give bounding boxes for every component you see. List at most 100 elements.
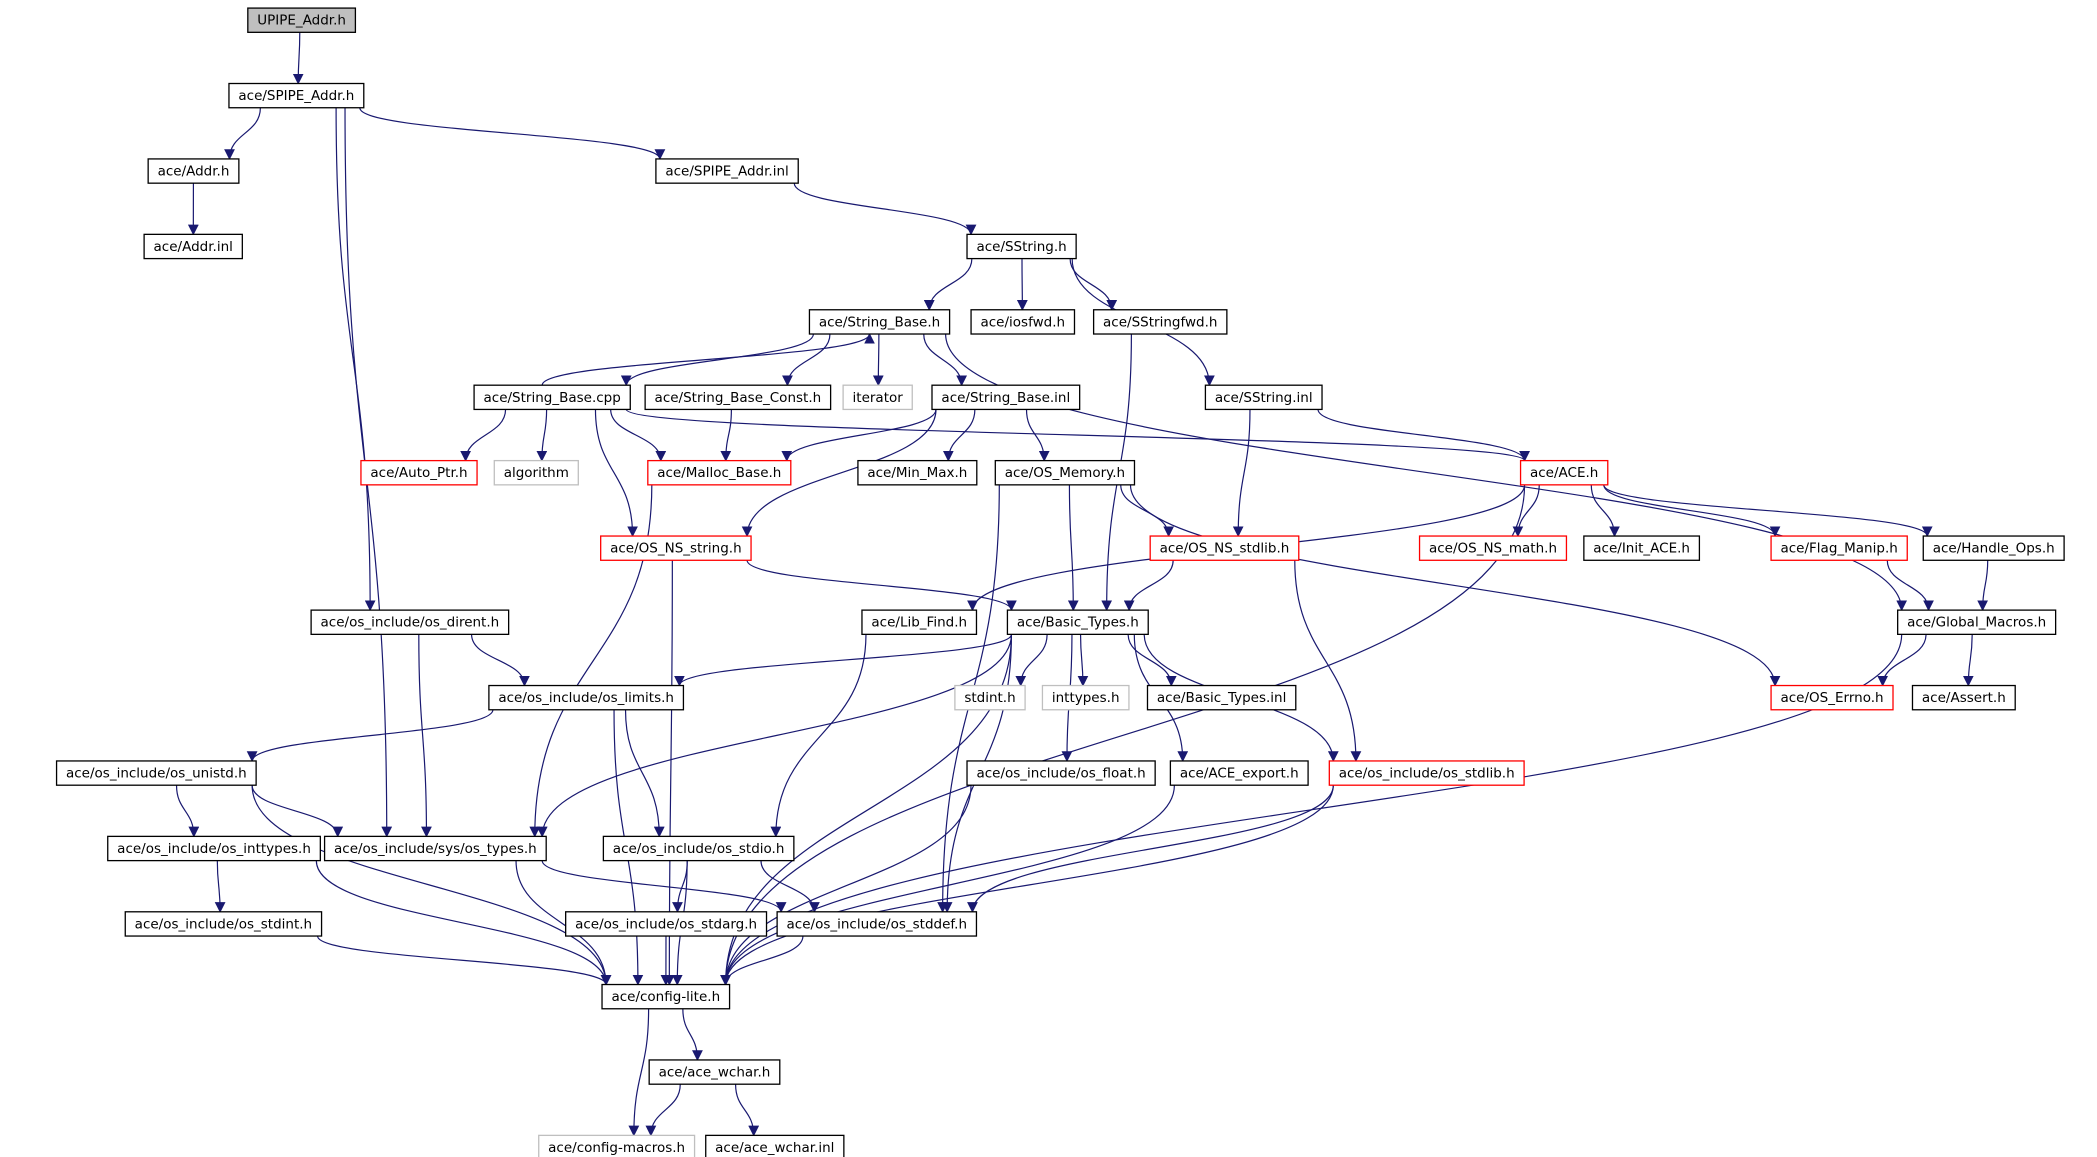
node-addr-inl[interactable]: ace/Addr.inl — [143, 233, 243, 260]
edge-os-float-to-config-lite — [720, 785, 972, 986]
node-label: ace/Auto_Ptr.h — [370, 465, 467, 481]
node-label: ace/ACE.h — [1530, 465, 1598, 481]
node-box — [107, 835, 321, 862]
edge-os-ns-stdlib-to-basic-types — [1123, 560, 1174, 612]
node-config-lite[interactable]: ace/config-lite.h — [601, 983, 731, 1010]
edge-string-base-h-to-iterator — [872, 334, 884, 387]
node-os-ns-stdlib[interactable]: ace/OS_NS_stdlib.h — [1149, 535, 1300, 561]
edge-os-ns-string-to-config-lite — [663, 560, 675, 986]
node-global-macros[interactable]: ace/Global_Macros.h — [1897, 609, 2057, 636]
node-label: ace/OS_Memory.h — [1005, 465, 1125, 481]
node-ace-wchar-h[interactable]: ace/ace_wchar.h — [648, 1059, 781, 1085]
node-ace-h[interactable]: ace/ACE.h — [1519, 459, 1609, 486]
node-string-base-h[interactable]: ace/String_Base.h — [808, 309, 951, 335]
node-addr-h[interactable]: ace/Addr.h — [147, 158, 240, 184]
node-box — [1328, 760, 1525, 786]
edge-config-lite-to-config-macros — [628, 1008, 650, 1137]
node-label: ace/String_Base.cpp — [484, 390, 621, 406]
edge-string-base-h-to-string-base-cpp — [620, 333, 815, 387]
node-label: ace/os_include/os_inttypes.h — [117, 841, 311, 857]
edge-spipe-h-to-spipe-inl — [359, 107, 666, 161]
edge-string-base-h-to-string-base-const — [782, 333, 831, 387]
node-os-limits[interactable]: ace/os_include/os_limits.h — [488, 684, 685, 711]
node-spipe-h[interactable]: ace/SPIPE_Addr.h — [228, 82, 365, 109]
node-sstringfwd[interactable]: ace/SStringfwd.h — [1092, 309, 1228, 335]
node-malloc-base[interactable]: ace/Malloc_Base.h — [647, 459, 792, 486]
node-label: ace/os_include/os_stdio.h — [613, 841, 785, 857]
edge-os-limits-to-os-unistd — [246, 709, 494, 763]
node-label: inttypes.h — [1052, 690, 1120, 706]
node-config-macros[interactable]: ace/config-macros.h — [538, 1134, 696, 1157]
node-sstring-inl[interactable]: ace/SString.inl — [1204, 384, 1323, 411]
node-os-stdarg[interactable]: ace/os_include/os_stdarg.h — [565, 911, 768, 937]
node-box — [842, 384, 913, 411]
node-label: ace/String_Base.h — [819, 314, 940, 330]
node-os-errno[interactable]: ace/OS_Errno.h — [1770, 684, 1894, 711]
node-label: ace/os_include/os_stdint.h — [135, 916, 312, 932]
edge-sstring-h-to-sstringfwd — [1069, 258, 1118, 311]
edge-os-ns-stdlib-to-os-stdlib-inc — [1294, 560, 1362, 763]
node-os-stddef[interactable]: ace/os_include/os_stddef.h — [776, 911, 978, 937]
node-ace-wchar-inl[interactable]: ace/ace_wchar.inl — [705, 1134, 845, 1157]
node-layer: UPIPE_Addr.h ace/SPIPE_Addr.h ace/Addr.h ac… — [55, 7, 2065, 1157]
node-basic-types-inl[interactable]: ace/Basic_Types.inl — [1146, 684, 1297, 711]
node-handle-ops[interactable]: ace/Handle_Ops.h — [1922, 535, 2065, 561]
node-os-stdlib-inc[interactable]: ace/os_include/os_stdlib.h — [1328, 760, 1525, 786]
edge-os-inttypes-to-os-stdint — [214, 860, 226, 913]
node-os-stdio[interactable]: ace/os_include/os_stdio.h — [602, 835, 795, 862]
node-label: ace/Global_Macros.h — [1907, 615, 2046, 631]
node-iterator[interactable]: iterator — [842, 384, 913, 411]
node-stdint[interactable]: stdint.h — [954, 684, 1026, 711]
node-label: ace/OS_NS_stdlib.h — [1160, 541, 1290, 557]
node-flag-manip[interactable]: ace/Flag_Manip.h — [1770, 535, 1908, 561]
edge-string-base-cpp-to-string-base-h — [541, 332, 875, 386]
node-os-stdint[interactable]: ace/os_include/os_stdint.h — [124, 911, 323, 937]
node-min-max[interactable]: ace/Min_Max.h — [857, 459, 978, 486]
node-os-float[interactable]: ace/os_include/os_float.h — [966, 760, 1156, 786]
node-string-base-const[interactable]: ace/String_Base_Const.h — [644, 384, 832, 411]
node-label: ace/os_include/os_unistd.h — [66, 766, 247, 782]
node-lib-find[interactable]: ace/Lib_Find.h — [861, 609, 978, 636]
node-os-dirent[interactable]: ace/os_include/os_dirent.h — [310, 609, 510, 636]
node-label: stdint.h — [964, 690, 1015, 706]
node-init-ace[interactable]: ace/Init_ACE.h — [1583, 535, 1701, 561]
node-iosfwd[interactable]: ace/iosfwd.h — [970, 309, 1076, 335]
node-os-inttypes[interactable]: ace/os_include/os_inttypes.h — [107, 835, 321, 862]
node-algorithm[interactable]: algorithm — [493, 459, 579, 486]
node-os-ns-string[interactable]: ace/OS_NS_string.h — [600, 535, 752, 561]
node-box — [143, 233, 243, 260]
edge-os-dirent-to-sys-types — [418, 634, 432, 838]
edge-ace-h-to-os-ns-math — [1512, 484, 1540, 538]
node-sys-types[interactable]: ace/os_include/sys/os_types.h — [323, 835, 547, 862]
node-os-ns-math[interactable]: ace/OS_NS_math.h — [1418, 535, 1568, 561]
node-label: ace/Malloc_Base.h — [657, 465, 781, 481]
node-os-unistd[interactable]: ace/os_include/os_unistd.h — [55, 760, 257, 786]
node-assert-h[interactable]: ace/Assert.h — [1911, 684, 2016, 711]
node-spipe-inl[interactable]: ace/SPIPE_Addr.inl — [655, 158, 799, 184]
edge-os-inttypes-to-config-lite — [315, 860, 612, 986]
node-box — [966, 233, 1077, 260]
edge-sstring-h-to-string-base-h — [923, 258, 973, 311]
node-label: ace/ACE_export.h — [1180, 766, 1299, 782]
node-string-base-cpp[interactable]: ace/String_Base.cpp — [473, 384, 631, 411]
edge-ace-wchar-h-to-ace-wchar-inl — [734, 1084, 760, 1137]
node-basic-types[interactable]: ace/Basic_Types.h — [1006, 609, 1149, 636]
node-string-base-inl[interactable]: ace/String_Base.inl — [931, 384, 1081, 411]
node-label: ace/OS_NS_string.h — [610, 541, 742, 557]
node-auto-ptr[interactable]: ace/Auto_Ptr.h — [360, 459, 478, 486]
node-box — [861, 609, 978, 636]
edge-global-macros-to-os-errno — [1877, 634, 1927, 687]
node-label: ace/OS_NS_math.h — [1429, 541, 1557, 557]
edge-os-limits-to-os-stdio — [624, 709, 665, 838]
edge-os-memory-to-os-errno — [1129, 484, 1781, 687]
edge-sstring-inl-to-ace-h — [1317, 409, 1530, 462]
node-inttypes[interactable]: inttypes.h — [1041, 684, 1130, 711]
node-box — [1583, 535, 1701, 561]
node-ace-export[interactable]: ace/ACE_export.h — [1169, 760, 1309, 786]
node-root[interactable]: UPIPE_Addr.h — [247, 7, 357, 33]
node-sstring-h[interactable]: ace/SString.h — [966, 233, 1077, 260]
node-os-memory[interactable]: ace/OS_Memory.h — [994, 459, 1136, 486]
node-box — [538, 1134, 696, 1157]
edge-string-base-inl-to-os-memory — [1025, 409, 1050, 462]
node-label: ace/os_include/os_limits.h — [498, 690, 674, 706]
